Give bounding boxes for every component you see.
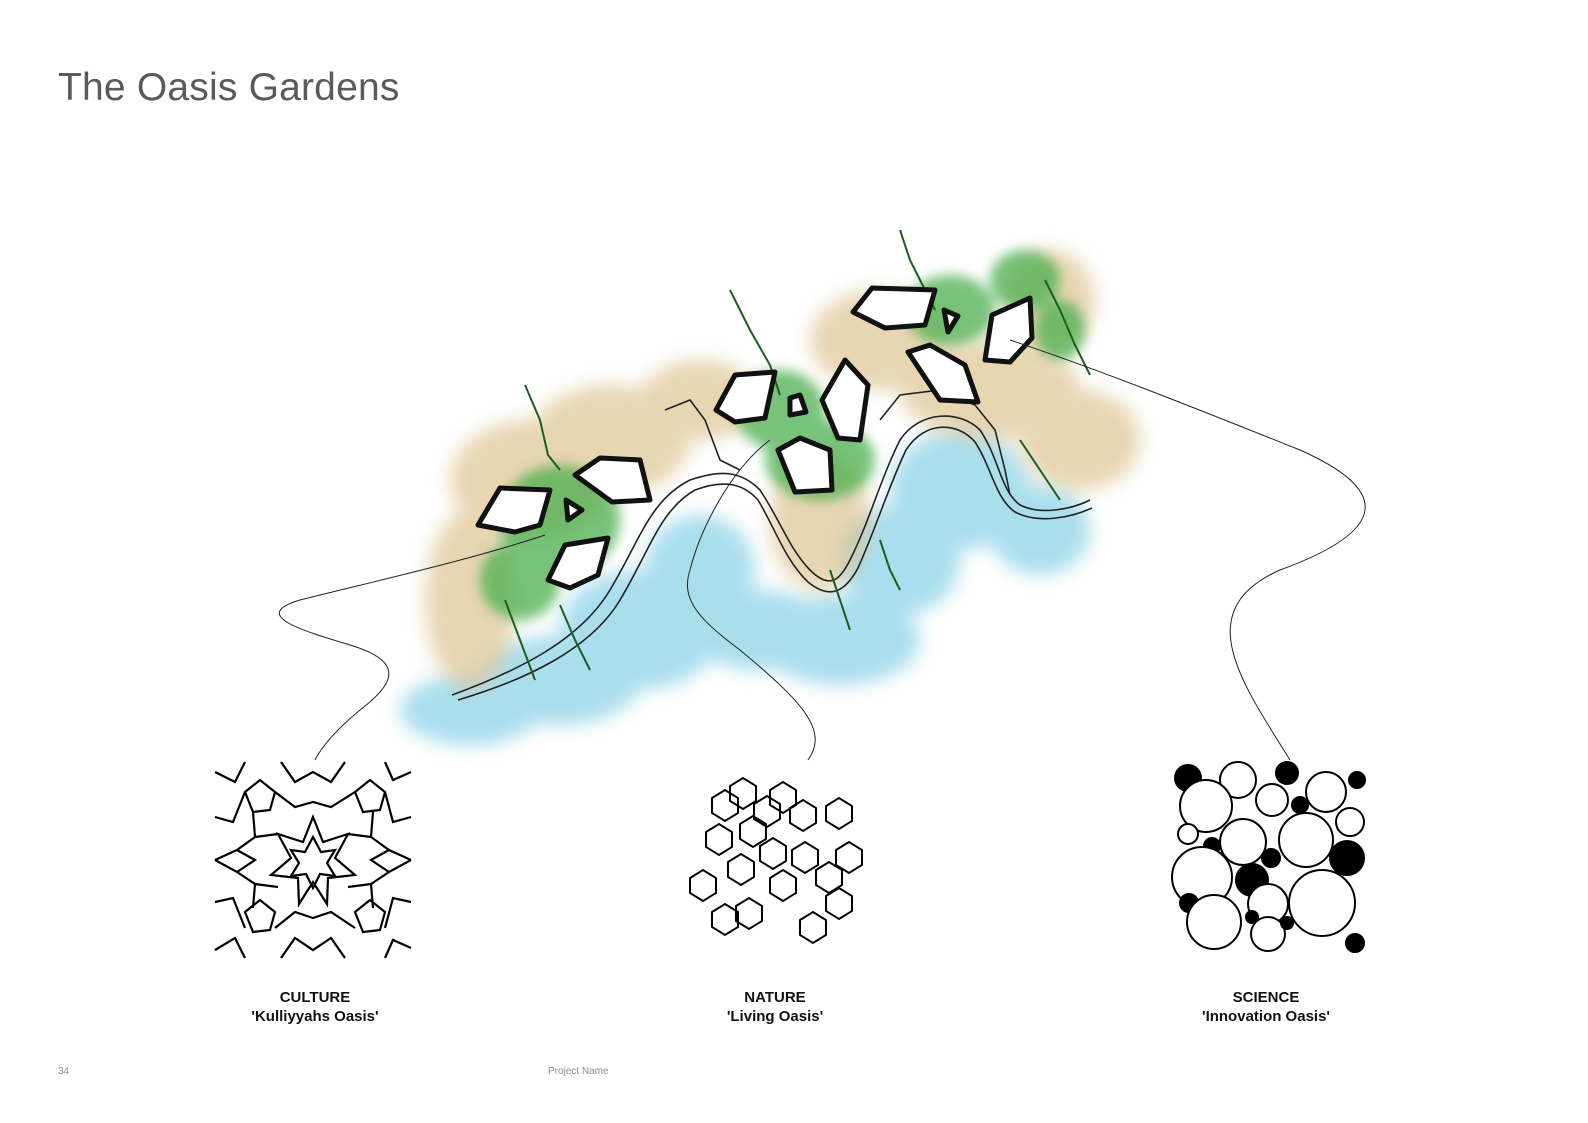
zone-name: 'Living Oasis' xyxy=(726,1008,824,1025)
garden-pods xyxy=(475,285,1035,591)
water-area xyxy=(400,430,1090,745)
page-title: The Oasis Gardens xyxy=(58,66,400,109)
project-name: Project Name xyxy=(548,1066,609,1077)
zone-caption-science: SCIENCE 'Innovation Oasis' xyxy=(1136,988,1396,1026)
hexagon-cluster-pattern xyxy=(689,776,863,945)
zone-name: 'Kulliyyahs Oasis' xyxy=(251,1008,379,1025)
zone-category: SCIENCE xyxy=(1232,989,1300,1006)
coastline xyxy=(451,389,1093,701)
leader-lines xyxy=(278,339,1366,761)
zone-name: 'Innovation Oasis' xyxy=(1202,1008,1330,1025)
zone-category: NATURE xyxy=(744,989,806,1006)
islamic-geometric-pattern xyxy=(214,761,412,959)
zone-category: CULTURE xyxy=(279,989,351,1006)
page-number: 34 xyxy=(58,1066,70,1077)
zone-caption-culture: CULTURE 'Kulliyyahs Oasis' xyxy=(185,988,445,1026)
zone-caption-nature: NATURE 'Living Oasis' xyxy=(645,988,905,1026)
circle-packing-pattern xyxy=(1171,761,1366,953)
